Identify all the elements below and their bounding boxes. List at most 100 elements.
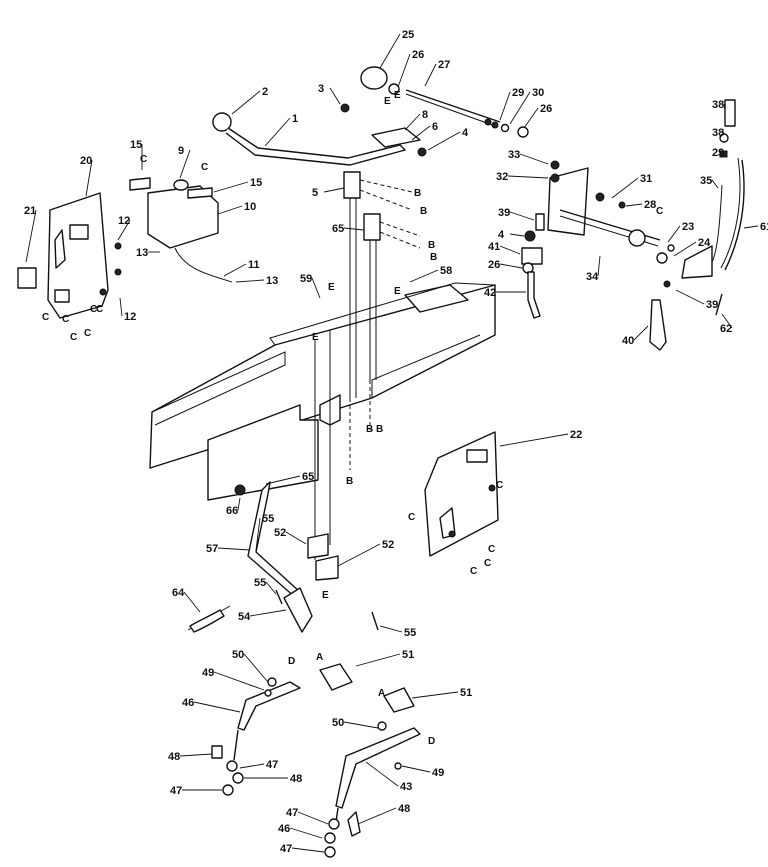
leader-c49b <box>401 765 431 773</box>
leader-c29a <box>499 91 511 121</box>
leader-c50b <box>343 721 379 729</box>
callout-c39b: 39 <box>706 299 718 311</box>
callout-c31: 31 <box>640 173 652 185</box>
callout-c4b: 4 <box>498 229 505 241</box>
leader-c59b <box>409 269 439 283</box>
ref-letter-b: B <box>428 240 435 251</box>
ref-letter-e: E <box>394 90 401 101</box>
callout-c32: 32 <box>496 171 508 183</box>
ref-letter-e: E <box>328 282 335 293</box>
callout-c33: 33 <box>508 149 520 161</box>
leader-c50a <box>243 653 269 683</box>
leader-c23 <box>667 225 681 243</box>
callout-c23: 23 <box>682 221 694 233</box>
callout-c13b: 13 <box>266 275 278 287</box>
leader-c38b <box>719 131 725 139</box>
callout-c57: 57 <box>206 543 218 555</box>
ref-letter-b: B <box>414 188 421 199</box>
leader-c47c <box>297 811 329 825</box>
ref-letter-c: C <box>42 312 49 323</box>
callout-c26c: 26 <box>488 259 500 271</box>
leader-c26b <box>523 107 539 129</box>
callout-c52b: 52 <box>382 539 394 551</box>
leader-c39b <box>675 289 705 305</box>
leader-c39a <box>509 211 535 221</box>
leader-c4b <box>509 233 525 237</box>
callout-c28: 28 <box>644 199 656 211</box>
callout-c41: 41 <box>488 241 500 253</box>
leader-c6 <box>411 125 431 141</box>
leader-c66 <box>237 497 241 511</box>
vertical-rods <box>314 185 377 560</box>
callout-c50a: 50 <box>232 649 244 661</box>
callout-c12a: 12 <box>118 215 130 227</box>
callout-c38b: 38 <box>712 127 724 139</box>
callout-c6: 6 <box>432 121 438 133</box>
ref-letter-c: C <box>488 544 495 555</box>
leader-c51a <box>355 653 401 667</box>
leader-c64 <box>183 591 201 613</box>
callout-c59b: 58 <box>440 265 452 277</box>
callout-c48c: 48 <box>398 803 410 815</box>
leader-c9 <box>179 149 191 179</box>
leader-c12a <box>117 219 131 241</box>
leader-c8 <box>404 113 421 131</box>
leader-c21 <box>25 209 37 263</box>
leader-c25 <box>379 33 401 69</box>
ref-letter-c: C <box>90 304 97 315</box>
leader-c33 <box>519 153 549 165</box>
leader-c30 <box>509 91 531 125</box>
leader-c61 <box>743 225 759 229</box>
callout-c22: 22 <box>570 429 582 441</box>
leader-c22 <box>499 433 569 447</box>
callout-c43: 43 <box>400 781 412 793</box>
side-panel-right <box>424 431 499 557</box>
ref-letter-b: B <box>420 206 427 217</box>
lower-linkage <box>187 481 379 633</box>
leader-c57 <box>217 547 251 551</box>
callout-c34: 34 <box>586 271 599 283</box>
leader-c26a <box>397 53 411 88</box>
leader-c3 <box>329 87 341 105</box>
callout-c52a: 52 <box>274 527 286 539</box>
callout-c47c: 47 <box>286 807 298 819</box>
leader-c28 <box>625 203 643 207</box>
callout-c39a: 39 <box>498 207 510 219</box>
leader-c2 <box>231 90 261 115</box>
leader-c29b <box>717 151 725 156</box>
callout-c55c: 55 <box>404 627 416 639</box>
leader-c54 <box>249 609 287 617</box>
leader-c32 <box>507 175 549 179</box>
leader-c43 <box>365 761 399 787</box>
leader-c38a <box>723 103 726 111</box>
callout-c40: 40 <box>622 335 634 347</box>
ref-letter-c: C <box>408 512 415 523</box>
shift-lever <box>212 103 427 166</box>
leader-c35 <box>711 179 719 189</box>
callout-c30: 30 <box>532 87 544 99</box>
hand-lever-assembly <box>360 66 529 138</box>
ref-letter-d: D <box>428 736 435 747</box>
leader-c5 <box>323 187 345 193</box>
callout-c49b: 49 <box>432 767 444 779</box>
ref-letter-c: C <box>140 154 147 165</box>
ref-letter-c: C <box>96 304 103 315</box>
ref-letter-c: C <box>656 206 663 217</box>
leader-c13b <box>235 279 265 283</box>
callout-c29b: 29 <box>712 147 724 159</box>
leader-c51b <box>411 691 459 699</box>
leader-c4a <box>427 131 461 151</box>
callout-c3: 3 <box>318 83 324 95</box>
callout-c5: 5 <box>312 187 318 199</box>
leader-c12b <box>119 297 123 317</box>
leader-c1 <box>264 117 291 147</box>
leader-c65a <box>343 227 365 231</box>
callout-c54: 54 <box>238 611 251 623</box>
leader-c34 <box>597 255 601 277</box>
callout-c47a: 47 <box>266 759 278 771</box>
leader-c52a <box>285 531 307 545</box>
callout-c9: 9 <box>178 145 184 157</box>
callout-c65a: 65 <box>332 223 344 235</box>
callout-c51a: 51 <box>402 649 414 661</box>
